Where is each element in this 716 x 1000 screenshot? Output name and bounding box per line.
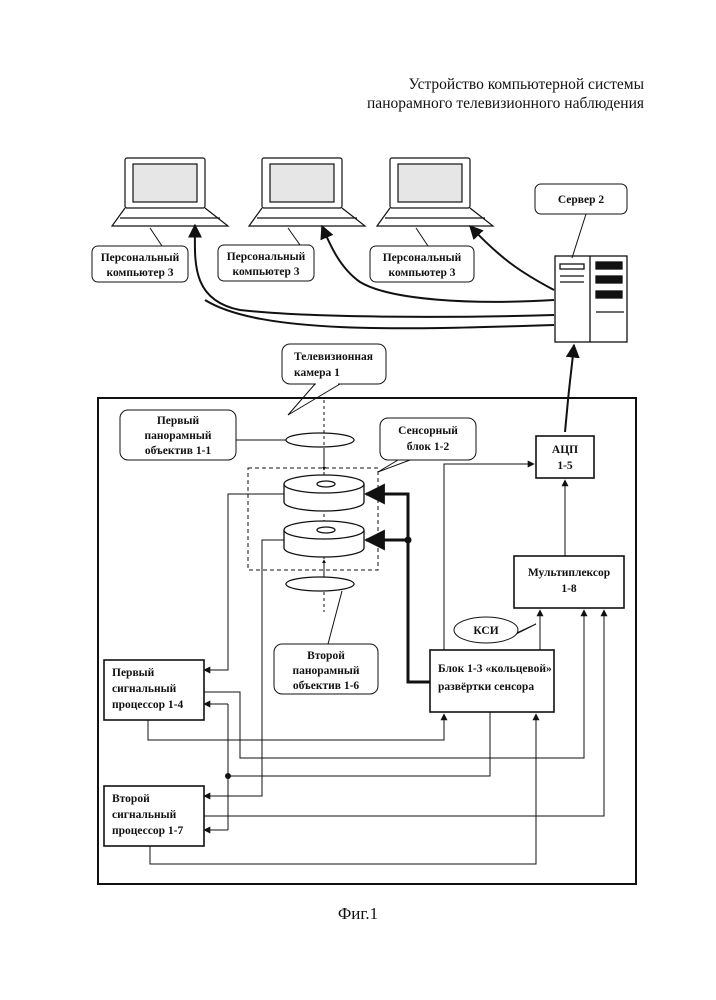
pc-2-label-line-1: Персональный <box>227 251 306 263</box>
laptop-2-icon <box>249 158 365 226</box>
server-callout: Сервер 2 <box>535 184 627 258</box>
laptop-1-icon <box>112 158 228 226</box>
lens-2-label-line-3: объектив 1-6 <box>293 680 360 692</box>
server-icon <box>555 256 627 342</box>
pc-1-callout: Персональный компьютер 3 <box>92 228 188 282</box>
camera-callout: Телевизионная камера 1 <box>282 344 386 415</box>
processor-1-label-line-3: процессор 1-4 <box>112 699 183 711</box>
lens-2-label-line-1: Второй <box>307 650 345 662</box>
scan-block-label-line-2: развёртки сенсора <box>438 681 534 693</box>
sensor-disc-lower-icon <box>284 521 364 557</box>
processor-2-label-line-1: Второй <box>112 793 150 805</box>
processor-2-block: Второй сигнальный процессор 1-7 <box>104 786 204 846</box>
scan-block-label-line-1: Блок 1-3 «кольцевой» <box>438 663 552 675</box>
multiplexer-label-line-2: 1-8 <box>561 583 577 595</box>
processor-2-label-line-2: сигнальный <box>112 809 177 821</box>
multiplexer-block: Мультиплексор 1-8 <box>514 556 624 608</box>
lens-1-label-line-2: панорамный <box>145 430 212 442</box>
figure-caption: Фиг.1 <box>0 904 716 924</box>
adc-block: АЦП 1-5 <box>536 436 594 478</box>
ksi-label: КСИ <box>473 625 498 637</box>
camera-label-line-1: Телевизионная <box>294 351 373 363</box>
scan-block: Блок 1-3 «кольцевой» развёртки сенсора <box>430 650 554 712</box>
pc-3-label-line-1: Персональный <box>383 252 462 264</box>
pc-1-label-line-1: Персональный <box>101 252 180 264</box>
sensor-disc-upper-icon <box>284 475 364 511</box>
pc-1-label-line-2: компьютер 3 <box>107 267 174 279</box>
pc-2-label-line-2: компьютер 3 <box>233 266 300 278</box>
adc-label-line-2: 1-5 <box>557 460 573 472</box>
laptop-3-icon <box>377 158 493 226</box>
lens-2-callout: Второй панорамный объектив 1-6 <box>274 591 378 694</box>
processor-1-block: Первый сигнальный процессор 1-4 <box>104 660 204 720</box>
first-lens-icon <box>286 433 354 447</box>
lens-2-label-line-2: панорамный <box>293 665 360 677</box>
adc-to-server-link <box>565 345 574 432</box>
processor-1-label-line-1: Первый <box>112 667 155 679</box>
camera-label-line-2: камера 1 <box>294 367 340 379</box>
pc-3-label-line-2: компьютер 3 <box>389 267 456 279</box>
ksi-callout: КСИ <box>454 617 536 643</box>
sensor-block-label-line-2: блок 1-2 <box>407 441 450 453</box>
multiplexer-label-line-1: Мультиплексор <box>528 567 610 579</box>
pc-2-callout: Персональный компьютер 3 <box>218 228 314 281</box>
lens-1-label-line-3: объектив 1-1 <box>145 445 212 457</box>
processor-2-label-line-3: процессор 1-7 <box>112 825 183 837</box>
lens-1-label-line-1: Первый <box>157 415 200 427</box>
server-label: Сервер 2 <box>558 194 605 206</box>
lens-1-callout: Первый панорамный объектив 1-1 <box>120 410 286 460</box>
sensor-block-label-line-1: Сенсорный <box>398 425 458 437</box>
processor-1-label-line-2: сигнальный <box>112 683 177 695</box>
pc-3-callout: Персональный компьютер 3 <box>370 228 474 282</box>
second-lens-icon <box>286 577 354 591</box>
adc-label-line-1: АЦП <box>552 444 578 456</box>
